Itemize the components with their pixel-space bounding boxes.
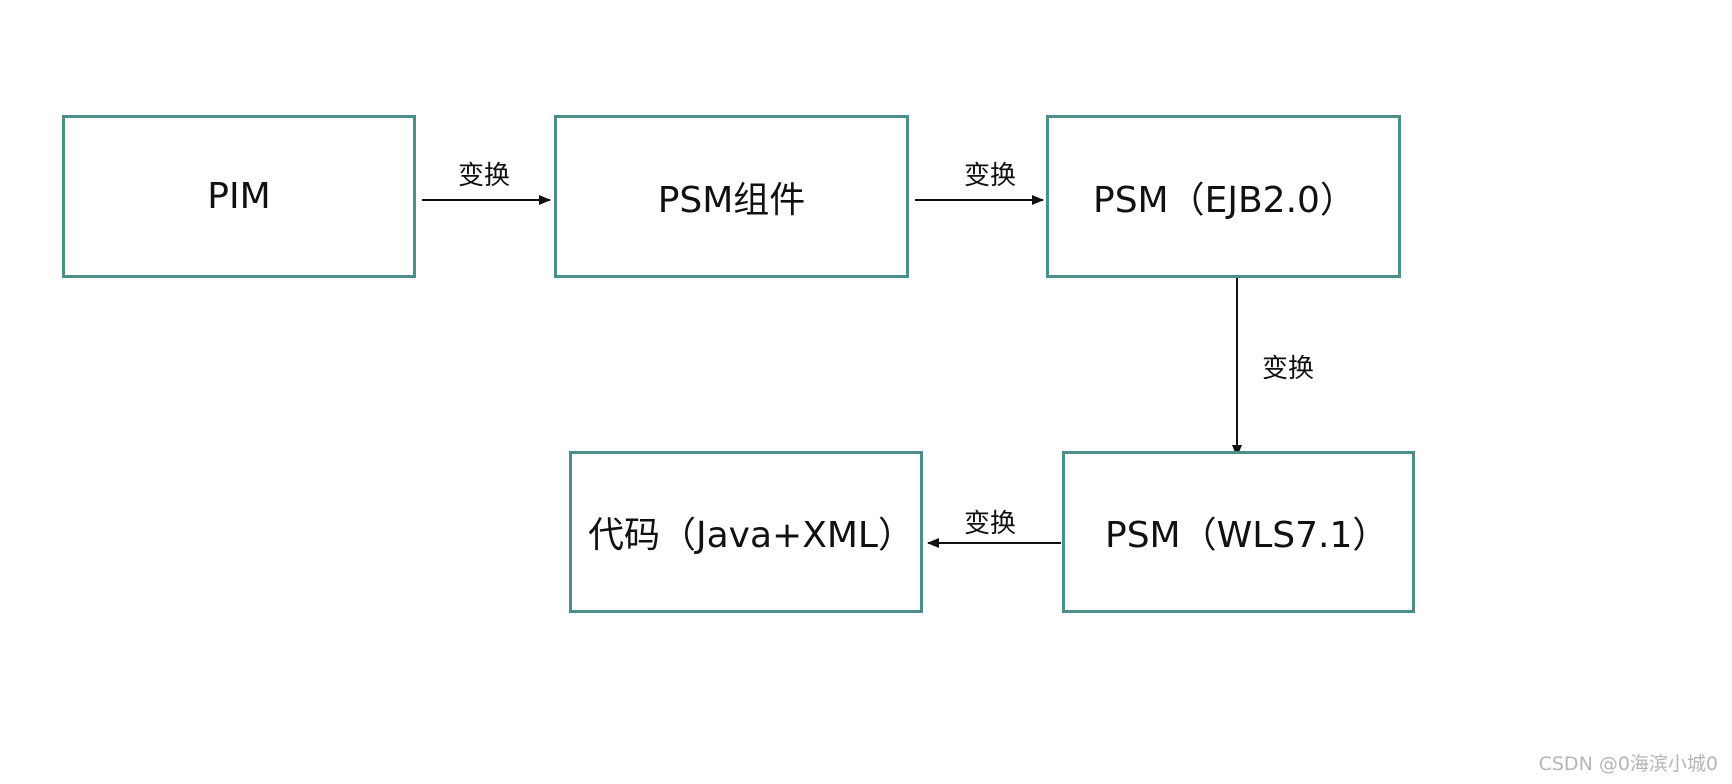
node-pim-label: PIM: [207, 176, 271, 217]
edge-label-ejb-to-wls: 变换: [1262, 354, 1315, 384]
node-psm-wls-label: PSM（WLS7.1）: [1105, 515, 1389, 556]
edge-label-component-to-ejb: 变换: [964, 161, 1017, 191]
edge-label-wls-to-code: 变换: [964, 509, 1017, 539]
edge-label-pim-to-component: 变换: [458, 161, 511, 191]
node-code-label: 代码（Java+XML）: [588, 515, 914, 556]
node-psm-component-label: PSM组件: [657, 179, 806, 221]
node-psm-component: PSM组件: [554, 115, 909, 278]
node-code: 代码（Java+XML）: [569, 451, 923, 613]
node-psm-wls: PSM（WLS7.1）: [1062, 451, 1415, 613]
node-pim: PIM: [62, 115, 416, 278]
node-psm-ejb-label: PSM（EJB2.0）: [1093, 179, 1356, 221]
watermark: CSDN @0海滨小城0: [1538, 753, 1718, 775]
node-psm-ejb: PSM（EJB2.0）: [1046, 115, 1401, 278]
